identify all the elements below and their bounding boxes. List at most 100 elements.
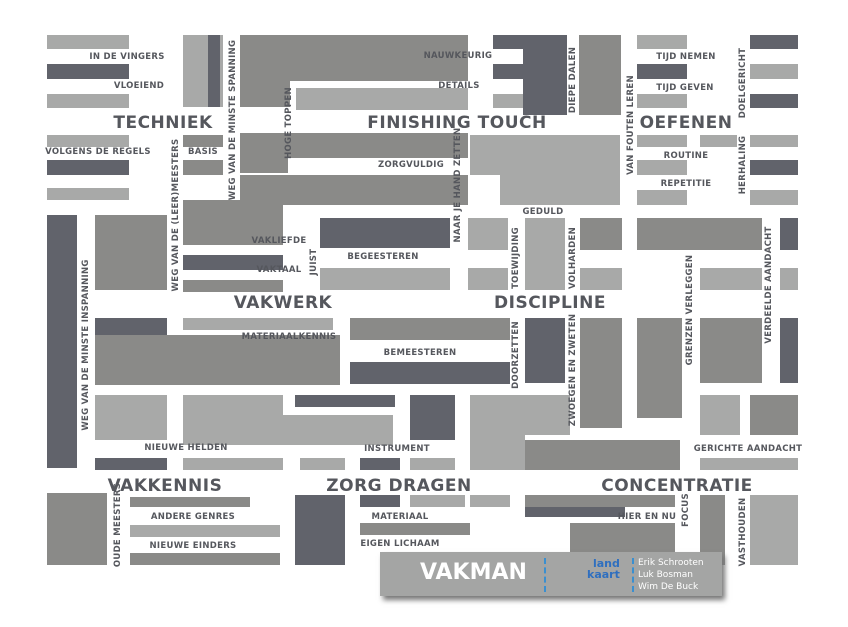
street-label: VLOEIEND <box>113 81 165 91</box>
vertical-street-label: NAAR JE HAND ZETTEN <box>453 127 463 243</box>
city-block <box>95 458 167 470</box>
city-block <box>468 218 508 250</box>
city-block <box>470 395 525 470</box>
street-label: TIJD NEMEN <box>656 52 716 62</box>
city-block <box>780 318 798 383</box>
city-block <box>700 395 740 435</box>
city-block <box>240 81 290 107</box>
vertical-street-label: VAN FOUTEN LEREN <box>626 75 636 175</box>
city-block <box>525 218 565 290</box>
city-block <box>637 160 687 175</box>
city-block <box>525 507 625 517</box>
city-block <box>47 35 129 49</box>
district-label: DISCIPLINE <box>494 293 606 313</box>
city-block <box>360 495 400 507</box>
street-label: GERICHTE AANDACHT <box>693 444 803 454</box>
logo-text-top: land <box>592 557 620 570</box>
street-label: REPETITIE <box>660 179 712 189</box>
city-block <box>750 160 798 175</box>
city-block <box>208 35 220 107</box>
city-block <box>525 440 680 470</box>
vertical-street-label: HOGE TOPPEN <box>284 87 294 159</box>
city-block <box>47 493 107 565</box>
city-block <box>700 458 798 470</box>
city-block <box>47 135 129 147</box>
divider <box>544 558 546 592</box>
city-block <box>410 495 465 507</box>
street-label: VAKTAAL <box>256 265 302 275</box>
city-block <box>300 458 345 470</box>
city-block <box>183 280 283 292</box>
authors: Erik Schrooten Luk Bosman Wim De Buck <box>638 557 704 593</box>
city-block <box>750 35 798 49</box>
city-block <box>350 362 510 384</box>
street-label: NAUWKEURIG <box>423 51 493 61</box>
city-block <box>47 318 77 468</box>
district-label: OEFENEN <box>639 113 733 133</box>
city-block <box>470 135 620 175</box>
city-block <box>410 458 455 470</box>
district-label: VAKWERK <box>233 293 333 313</box>
city-block <box>637 318 682 418</box>
logo-text-bottom: kaart <box>587 568 620 581</box>
city-block <box>240 35 468 81</box>
city-block <box>297 133 467 158</box>
city-block <box>47 64 129 79</box>
street-label: EIGEN LICHAAM <box>360 539 440 549</box>
vertical-street-label: FOCUS <box>681 493 691 527</box>
vertical-street-label: VOLHARDEN <box>568 227 578 289</box>
city-block <box>296 88 468 110</box>
vertical-street-label: TOEWIJDING <box>511 227 521 289</box>
city-block <box>637 190 687 205</box>
city-block <box>700 268 762 290</box>
street-label: MATERIAAL <box>371 512 429 522</box>
city-block <box>183 318 333 330</box>
city-block <box>580 268 622 290</box>
city-block <box>750 135 798 147</box>
street-label: NIEUWE EINDERS <box>149 541 237 551</box>
street-label: ANDERE GENRES <box>150 512 236 522</box>
divider <box>632 558 634 592</box>
district-label: CONCENTRATIE <box>601 476 753 496</box>
city-block <box>183 415 393 445</box>
city-block <box>780 268 798 290</box>
street-label: HIER EN NU <box>617 512 677 522</box>
city-block <box>637 218 762 250</box>
author: Wim De Buck <box>638 582 699 592</box>
city-block <box>47 188 129 200</box>
vertical-street-label: DOELGERICHT <box>738 47 748 119</box>
city-block <box>130 497 250 507</box>
street-label: MATERIAALKENNIS <box>241 332 337 342</box>
city-block <box>183 458 283 470</box>
city-block <box>470 495 510 507</box>
city-block <box>637 35 687 49</box>
vertical-street-label: GRENZEN VERLEGGEN <box>685 254 695 366</box>
street-label: BEGEESTEREN <box>347 252 419 262</box>
city-block <box>525 318 565 383</box>
city-block <box>500 175 620 205</box>
city-block <box>320 218 450 248</box>
city-block <box>47 160 129 175</box>
district-label: FINISHING TOUCH <box>367 113 547 133</box>
city-block <box>580 318 622 428</box>
city-block <box>523 35 567 115</box>
city-block <box>750 495 798 565</box>
street-label: BEMEESTEREN <box>383 348 457 358</box>
city-block <box>637 135 687 147</box>
city-block <box>637 64 687 79</box>
vertical-street-label: OUDE MEESTERS <box>113 482 123 568</box>
vertical-street-label: DOORZETTEN <box>511 321 521 389</box>
city-block <box>320 268 450 290</box>
city-block <box>295 495 345 565</box>
vertical-street-label: ZWOEGEN EN ZWETEN <box>568 313 578 427</box>
street-label: ROUTINE <box>663 151 709 161</box>
vertical-street-label: JUIST <box>309 248 319 276</box>
city-block <box>95 395 167 440</box>
city-block <box>95 215 167 290</box>
city-block <box>468 268 508 290</box>
street-label: VOLGENS DE REGELS <box>45 147 151 157</box>
vertical-street-label: VERDEELDE AANDACHT <box>764 226 774 344</box>
vertical-street-label: WEG VAN DE MINSTE INSPANNING <box>81 259 91 431</box>
city-block <box>750 395 798 435</box>
